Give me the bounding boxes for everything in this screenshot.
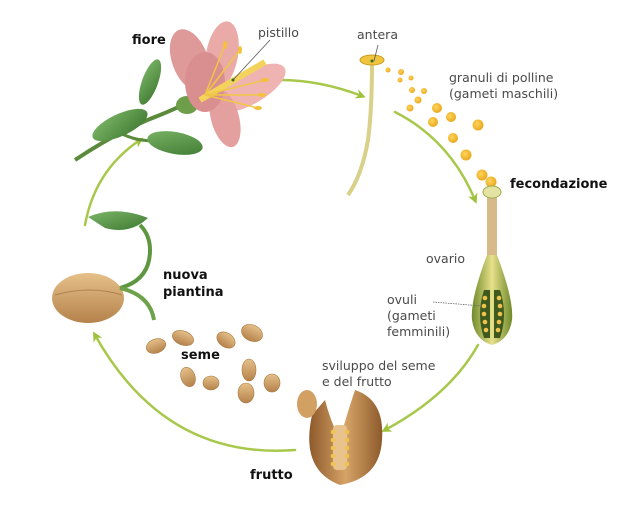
label-sviluppo-line1: sviluppo del seme xyxy=(322,358,436,373)
seedling-illustration xyxy=(52,211,156,323)
arrow-pollen-to-fertilization xyxy=(393,110,478,204)
cycle-arrows xyxy=(83,78,480,452)
label-sviluppo-line2: e del frutto xyxy=(322,374,392,389)
pollen-grains xyxy=(385,67,497,188)
label-ovuli-line3: femminili) xyxy=(387,324,451,339)
seeds xyxy=(146,324,281,404)
arrow-ovary-to-fruit xyxy=(381,343,480,432)
label-ovuli-line1: ovuli xyxy=(387,292,417,307)
label-fiore: fiore xyxy=(132,33,166,48)
label-granuli-line2: (gameti maschili) xyxy=(449,86,559,101)
label-granuli-line1: granuli di polline xyxy=(449,70,554,85)
label-ovuli-line2: (gameti xyxy=(387,308,436,323)
label-seme: seme xyxy=(181,348,220,363)
flower-illustration xyxy=(73,21,286,162)
anther-illustration xyxy=(346,44,385,197)
label-nuova-line1: nuova xyxy=(163,268,208,283)
pistil-illustration xyxy=(432,185,513,345)
arrow-fruit-to-seed xyxy=(93,331,297,452)
label-antera: antera xyxy=(357,27,398,42)
arrow-seedling-to-flower xyxy=(83,137,144,227)
label-fecondazione: fecondazione xyxy=(510,177,608,192)
label-pistillo: pistillo xyxy=(258,25,299,40)
label-frutto: frutto xyxy=(250,468,293,483)
label-nuova-line2: piantina xyxy=(163,285,224,300)
label-ovario: ovario xyxy=(426,251,465,266)
fruit-illustration xyxy=(297,390,383,485)
arrow-flower-to-anther xyxy=(278,78,366,99)
